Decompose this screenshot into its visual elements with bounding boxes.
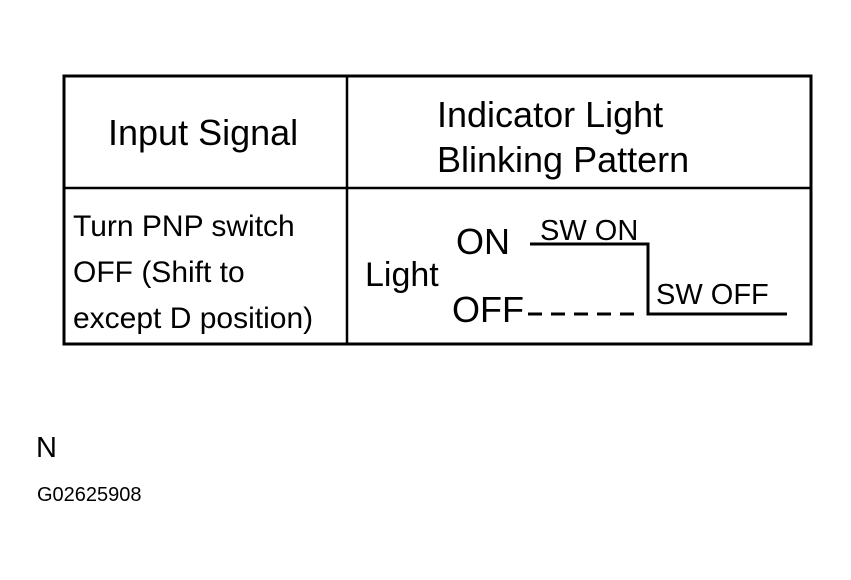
figure-letter: N	[36, 432, 57, 464]
input-line-1: Turn PNP switch	[73, 210, 295, 243]
header-indicator-line2: Blinking Pattern	[437, 139, 689, 180]
header-input-signal: Input Signal	[108, 112, 298, 153]
sw-on-label: SW ON	[540, 215, 638, 247]
input-line-2: OFF (Shift to	[73, 256, 245, 289]
waveform-on-segment	[530, 242, 787, 316]
light-label: Light	[365, 256, 439, 294]
figure-code: G02625908	[37, 484, 142, 506]
on-label: ON	[456, 221, 510, 262]
table-border	[62, 74, 813, 346]
sw-off-label: SW OFF	[656, 279, 769, 311]
input-line-3: except D position)	[73, 302, 313, 335]
off-label: OFF	[452, 289, 524, 330]
header-indicator-line1: Indicator Light	[437, 94, 663, 135]
